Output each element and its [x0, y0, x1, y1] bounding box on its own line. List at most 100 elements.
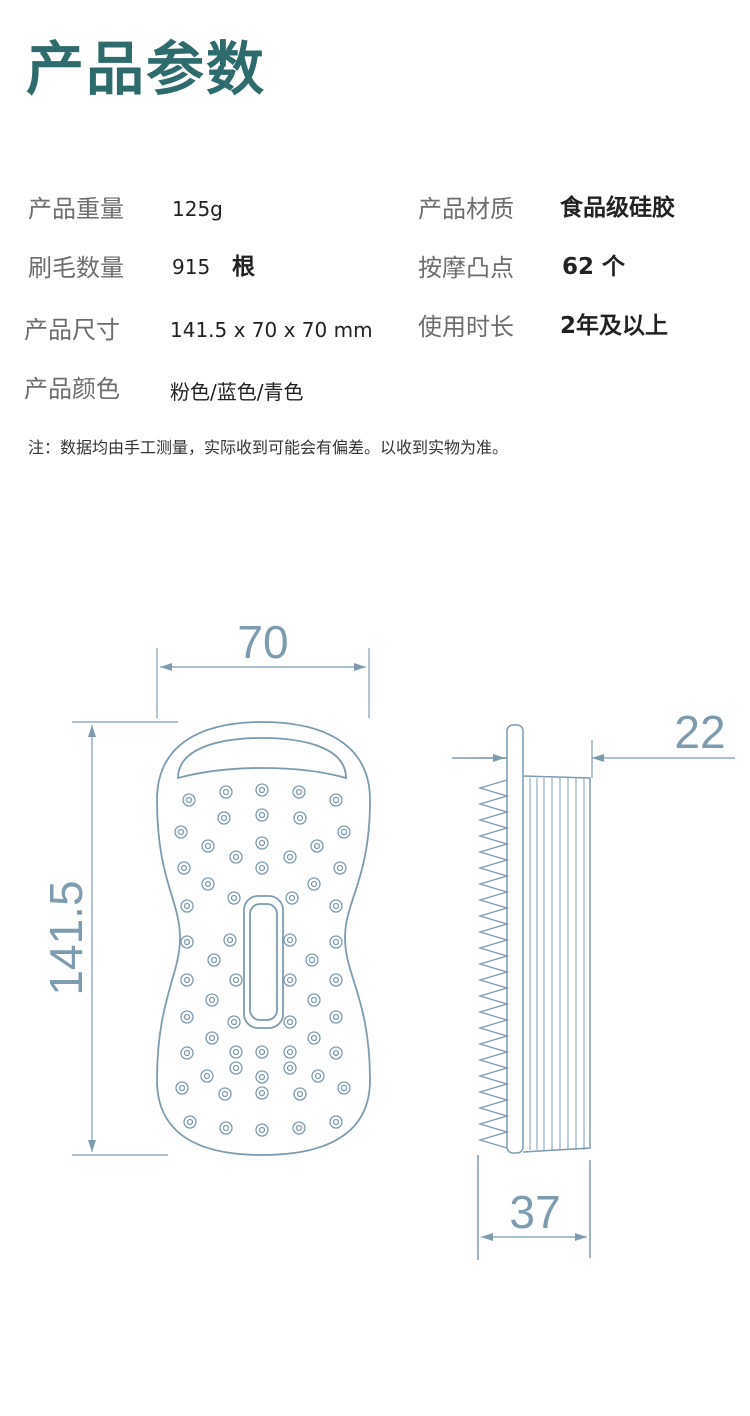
- brush-side-view: [452, 724, 591, 1260]
- width-dimension-label: 70: [237, 616, 288, 668]
- height-dimension: [72, 721, 178, 1156]
- massage-bump-center: [296, 814, 304, 822]
- spec-material-value: 食品级硅胶: [560, 195, 675, 221]
- massage-bump: [307, 1031, 321, 1045]
- massage-bump-center: [232, 1048, 240, 1056]
- massage-bump-center: [310, 996, 318, 1004]
- massage-bump: [205, 993, 219, 1007]
- spec-color-label: 产品颜色: [24, 375, 120, 403]
- massage-bump-center: [258, 1073, 266, 1081]
- spec-bristles-value: 915: [172, 255, 211, 279]
- massage-bump-center: [258, 786, 266, 794]
- massage-bump-center: [332, 1049, 340, 1057]
- spec-bumps-value: 62 个: [562, 254, 626, 280]
- spec-bristles-unit: 根: [232, 254, 255, 280]
- bristle-width-dimension-label: 37: [509, 1186, 560, 1238]
- massage-bump: [329, 1046, 343, 1060]
- massage-bump: [255, 1070, 269, 1084]
- massage-bump: [180, 899, 194, 913]
- massage-bump-center: [186, 1118, 194, 1126]
- spec-lifespan-label: 使用时长: [418, 313, 514, 341]
- massage-bump-center: [332, 1013, 340, 1021]
- massage-bump-center: [314, 1072, 322, 1080]
- massage-bump: [310, 839, 324, 853]
- massage-bump-center: [183, 976, 191, 984]
- massage-bump-center: [332, 976, 340, 984]
- massage-bump: [200, 1069, 214, 1083]
- massage-bump-center: [203, 1072, 211, 1080]
- massage-bump: [333, 861, 347, 875]
- massage-bump: [255, 1086, 269, 1100]
- massage-bump-center: [258, 1048, 266, 1056]
- massage-bump-center: [222, 1124, 230, 1132]
- massage-bump-center: [183, 902, 191, 910]
- massage-bump-center: [296, 1090, 304, 1098]
- massage-bump: [283, 1015, 297, 1029]
- massage-bump-center: [310, 1034, 318, 1042]
- massage-bump: [285, 891, 299, 905]
- massage-bump: [293, 811, 307, 825]
- massage-bump: [229, 1061, 243, 1075]
- spec-color-value: 粉色/蓝色/青色: [170, 380, 304, 404]
- massage-bump-center: [258, 1089, 266, 1097]
- massage-bump-center: [204, 842, 212, 850]
- massage-bump-center: [258, 864, 266, 872]
- massage-bump-center: [286, 853, 294, 861]
- massage-bump: [201, 877, 215, 891]
- massage-bump-center: [332, 902, 340, 910]
- massage-bump: [183, 1115, 197, 1129]
- massage-bump-center: [183, 1013, 191, 1021]
- massage-bumps: [174, 783, 351, 1137]
- massage-bump: [292, 1121, 306, 1135]
- massage-bump-center: [258, 811, 266, 819]
- massage-bump: [283, 850, 297, 864]
- massage-bump: [180, 935, 194, 949]
- massage-bump: [219, 785, 233, 799]
- massage-bump: [219, 1121, 233, 1135]
- massage-bump: [293, 1087, 307, 1101]
- massage-bump: [217, 811, 231, 825]
- side-view-bristles: [477, 779, 510, 1149]
- massage-bump: [283, 933, 297, 947]
- massage-bump-center: [286, 976, 294, 984]
- massage-bump-center: [183, 1049, 191, 1057]
- massage-bump: [305, 953, 319, 967]
- massage-bump: [227, 891, 241, 905]
- massage-bump-center: [210, 956, 218, 964]
- massage-bump: [255, 783, 269, 797]
- massage-bump-center: [208, 996, 216, 1004]
- massage-bump: [255, 1045, 269, 1059]
- massage-bump-center: [310, 880, 318, 888]
- massage-bump: [337, 1081, 351, 1095]
- massage-bump-center: [230, 1018, 238, 1026]
- massage-bump: [329, 973, 343, 987]
- massage-bump: [227, 1015, 241, 1029]
- massage-bump: [205, 1031, 219, 1045]
- measurement-note: 注：数据均由手工测量，实际收到可能会有偏差。以收到实物为准。: [28, 438, 509, 457]
- massage-bump: [329, 899, 343, 913]
- massage-bump-center: [185, 796, 193, 804]
- massage-bump-center: [340, 828, 348, 836]
- massage-bump-center: [183, 938, 191, 946]
- massage-bump: [175, 1081, 189, 1095]
- massage-bump: [180, 1010, 194, 1024]
- massage-bump: [207, 953, 221, 967]
- massage-bump-center: [220, 814, 228, 822]
- spec-bumps-label: 按摩凸点: [418, 254, 514, 282]
- massage-bump: [229, 973, 243, 987]
- depth-dimension: [478, 740, 735, 778]
- massage-bump-center: [332, 1118, 340, 1126]
- massage-bump-center: [332, 796, 340, 804]
- page-title: 产品参数: [26, 35, 267, 103]
- massage-bump-center: [208, 1034, 216, 1042]
- height-dimension-label: 141.5: [40, 880, 92, 995]
- massage-bump: [292, 785, 306, 799]
- massage-bump: [329, 1010, 343, 1024]
- massage-bump: [311, 1069, 325, 1083]
- spec-lifespan-value: 2年及以上: [560, 313, 669, 339]
- spec-weight-label: 产品重量: [28, 195, 124, 223]
- massage-bump-center: [286, 1018, 294, 1026]
- massage-bump: [307, 877, 321, 891]
- massage-bump: [307, 993, 321, 1007]
